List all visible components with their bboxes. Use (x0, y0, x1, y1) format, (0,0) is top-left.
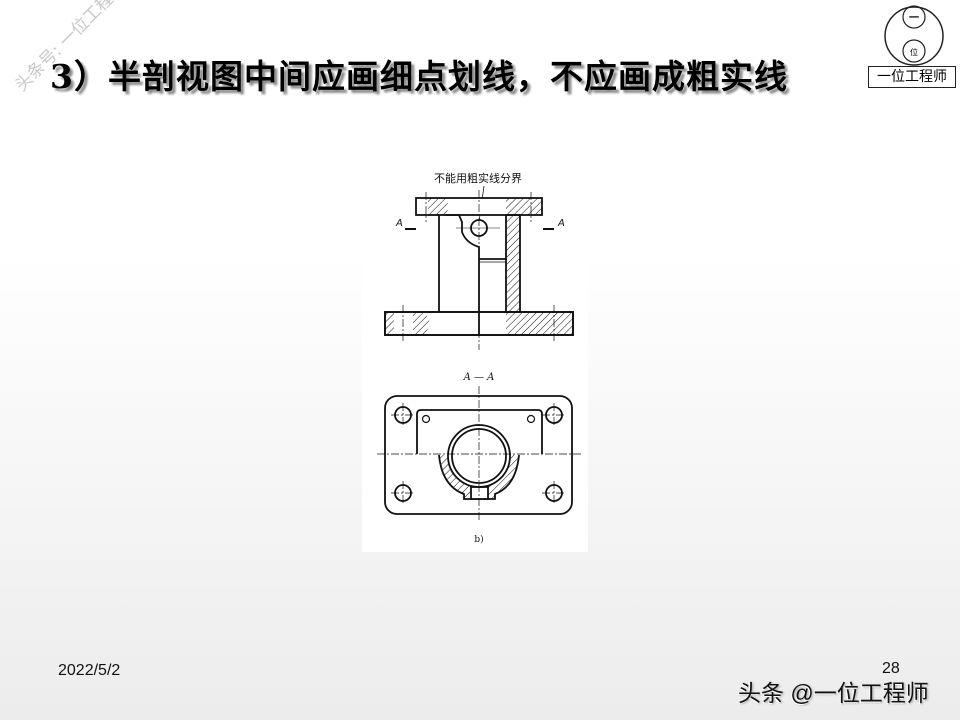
front-view-half-section: 不能用粗实线分界 A A (384, 171, 574, 350)
section-mark-left: A (395, 218, 403, 229)
slide-date: 2022/5/2 (58, 662, 121, 679)
figure-caption: b) (474, 534, 483, 545)
logo-text: 一位工程师 (868, 66, 956, 88)
sectional-view-a-a: A — A b) (377, 372, 582, 545)
section-label: A — A (463, 372, 495, 383)
slide-page-number: 28 (882, 660, 900, 677)
logo-emblem: 一 位 (884, 5, 944, 66)
footer-watermark: 头条 @一位工程师 (738, 680, 929, 706)
slide-title: 3）半剖视图中间应画细点划线，不应画成粗实线 (50, 57, 788, 96)
section-mark-right: A (557, 218, 565, 229)
callout-label: 不能用粗实线分界 (434, 171, 522, 185)
logo-char-bottom: 位 (910, 47, 918, 57)
logo-char-top: 一 (909, 13, 919, 24)
